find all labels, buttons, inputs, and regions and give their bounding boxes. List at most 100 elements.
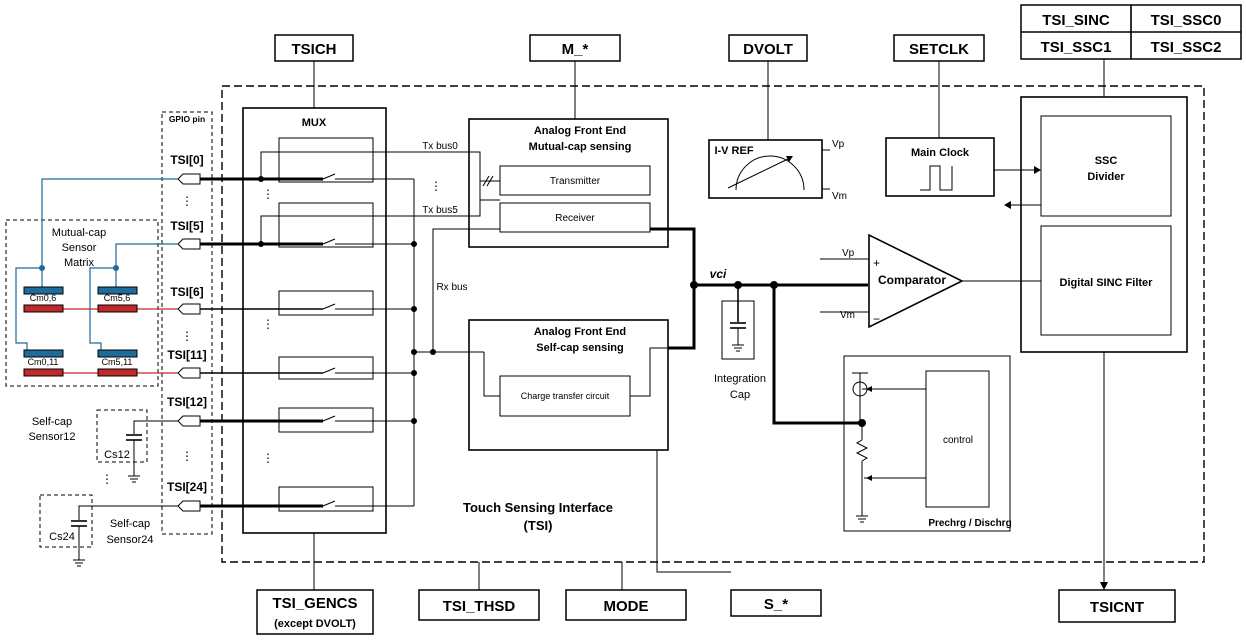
tsi-gencs-register: TSI_GENCS (except DVOLT) [256,589,374,635]
ssc-divider-line2: Divider [1087,171,1125,183]
mode-register: MODE [565,589,687,621]
mutual-matrix-line2: Sensor [62,242,97,254]
electrode-cm5-6: Cm5,6 [97,286,138,313]
tsi-boundary [221,85,1205,563]
comparator-vp: Vp [842,248,855,259]
self-sensor12-cap: Cs12 [104,449,130,461]
s-register: S_* [730,589,822,617]
electrode-cm0-6-label: Cm0,6 [30,293,57,303]
self-sensor12-line2: Sensor12 [28,431,75,443]
comparator-vm: Vm [840,310,855,321]
self-sensor24-box [39,494,93,548]
precharge-label: Prechrg / Dischrg [928,518,1011,529]
afe-self-title: Analog Front End [534,326,626,338]
mutual-matrix-box [5,219,159,387]
precharge-block [843,355,1011,532]
tsi-thsd-label: TSI_THSD [443,598,516,615]
mux-label: MUX [302,117,327,129]
comparator-label: Comparator [878,273,946,287]
tsich-label: TSICH [292,41,337,58]
electrode-cm0-11: Cm0,11 [23,349,64,377]
svg-text:⋮: ⋮ [181,329,193,343]
svg-text:⋮: ⋮ [430,179,442,193]
tx-bus0-label: Tx bus0 [422,141,458,152]
pin-label-tsi6: TSI[6] [170,285,203,299]
digital-sinc-filter-block [1040,225,1172,336]
afe-self-block [468,319,669,451]
gpio-pin-column [161,111,213,535]
self-sensor24-cap: Cs24 [49,531,75,543]
receiver-label: Receiver [555,213,595,224]
mutual-matrix-line3: Matrix [64,257,94,269]
iv-ref-vp: Vp [832,139,845,150]
svg-text:⋮: ⋮ [262,317,274,331]
tsi-caption-line1: Touch Sensing Interface [463,500,613,515]
vci-label: vci [710,267,727,281]
mux-switch-boxes [278,137,374,512]
self-sensor12-box [96,409,148,463]
svg-text:⋮: ⋮ [181,194,193,208]
charge-transfer-block [499,375,631,417]
pin-label-tsi0: TSI[0] [170,153,203,167]
m-register: M_* [529,34,621,62]
comparator [868,233,964,329]
ssc-sinc-container [1020,96,1188,353]
mux-block [242,107,387,534]
tsi-ssc0-label: TSI_SSC0 [1151,12,1222,29]
mode-label: MODE [604,598,649,615]
control-block [925,370,990,508]
receiver-block [499,202,651,233]
digital-sinc-filter-label: Digital SINC Filter [1060,277,1154,289]
tsi-sinc-label: TSI_SINC [1042,12,1110,29]
comparator-plus: + [873,256,880,270]
tsi-gencs-label: TSI_GENCS [272,595,357,612]
tsicnt-label: TSICNT [1090,599,1144,616]
pin-label-tsi5: TSI[5] [170,219,203,233]
tsi-ssc1-label: TSI_SSC1 [1041,39,1112,56]
tsi-caption-line2: (TSI) [524,518,553,533]
electrode-cm0-11-label: Cm0,11 [28,357,59,367]
comparator-minus: − [873,312,880,326]
electrode-cm5-6-label: Cm5,6 [104,293,131,303]
tsi-ssc2-label: TSI_SSC2 [1151,39,1222,56]
svg-text:⋮: ⋮ [101,472,113,486]
setclk-register: SETCLK [893,34,985,62]
integration-cap-line1: Integration [714,373,766,385]
electrode-cm5-11: Cm5,11 [97,349,138,377]
tsi-thsd-register: TSI_THSD [418,589,540,621]
dvolt-register: DVOLT [728,34,808,62]
control-label: control [943,435,973,446]
electrode-cm0-6: Cm0,6 [23,286,64,313]
m-label: M_* [562,41,589,58]
rx-bus-label: Rx bus [436,282,467,293]
ssc-divider-block [1040,115,1172,217]
iv-ref-block [708,139,823,199]
pin-label-tsi11: TSI[11] [167,348,206,362]
afe-self-subtitle: Self-cap sensing [536,342,623,354]
pin-label-tsi24: TSI[24] [167,480,207,494]
electrode-cm5-11-label: Cm5,11 [102,357,133,367]
dvolt-label: DVOLT [743,41,793,58]
iv-ref-label: I-V REF [714,145,753,157]
tsicnt-register: TSICNT [1058,589,1176,623]
svg-text:⋮: ⋮ [262,187,274,201]
integration-cap-line2: Cap [730,389,750,401]
setclk-label: SETCLK [909,41,969,58]
svg-text:⋮: ⋮ [181,449,193,463]
iv-ref-vm: Vm [832,191,847,202]
charge-transfer-label: Charge transfer circuit [521,391,610,401]
mutual-matrix-line1: Mutual-cap [52,227,106,239]
ssc-divider-line1: SSC [1095,155,1118,167]
afe-mutual-title: Analog Front End [534,125,626,137]
transmitter-block [499,165,651,196]
tsich-register: TSICH [274,34,354,62]
tsi-gencs-note: (except DVOLT) [274,618,356,630]
main-clock-label: Main Clock [911,147,970,159]
main-clock-block [885,137,995,197]
transmitter-label: Transmitter [550,176,601,187]
self-sensor24-line2: Sensor24 [106,534,153,546]
gpio-header: GPIO pin [169,114,205,124]
tx-bus5-label: Tx bus5 [422,205,458,216]
afe-mutual-block [468,118,669,248]
